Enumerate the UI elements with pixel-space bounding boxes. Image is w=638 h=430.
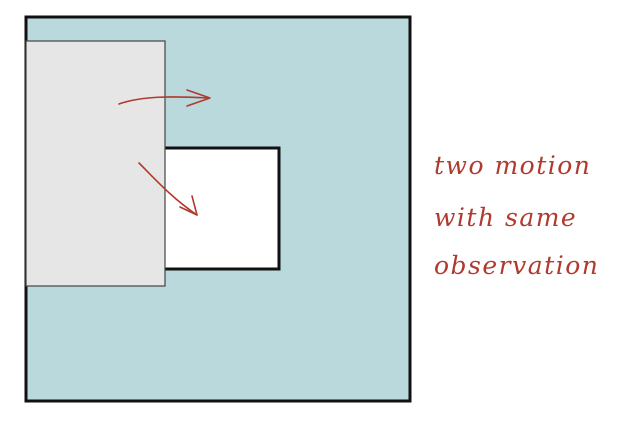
gray-occluder-panel: [25, 40, 166, 287]
annotation-line-1: two motion: [434, 151, 591, 180]
motion-arrow-horizontal-head: [186, 89, 211, 107]
annotation-line-2: with same: [434, 203, 577, 232]
motion-arrow-diagonal: [138, 162, 198, 216]
annotation-line-3: observation: [434, 251, 599, 280]
motion-arrow-horizontal-shaft: [118, 96, 210, 105]
motion-arrow-diagonal-shaft: [138, 162, 198, 216]
white-window: [148, 146, 281, 271]
motion-arrow-diagonal-head: [179, 195, 198, 216]
motion-arrow-horizontal: [118, 89, 211, 107]
